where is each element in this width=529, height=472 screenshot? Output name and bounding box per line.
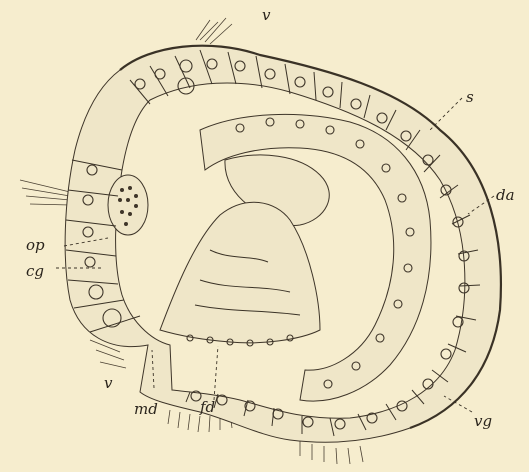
- label-vg: vg: [474, 412, 492, 430]
- label-da: da: [496, 186, 515, 204]
- label-cg: cg: [26, 262, 44, 280]
- label-md: md: [134, 400, 158, 418]
- label-op: op: [26, 236, 45, 254]
- label-fd: fd: [199, 398, 215, 416]
- label-s: s: [466, 88, 474, 106]
- label-v-bottom: v: [104, 374, 113, 392]
- label-v-top: v: [262, 6, 271, 24]
